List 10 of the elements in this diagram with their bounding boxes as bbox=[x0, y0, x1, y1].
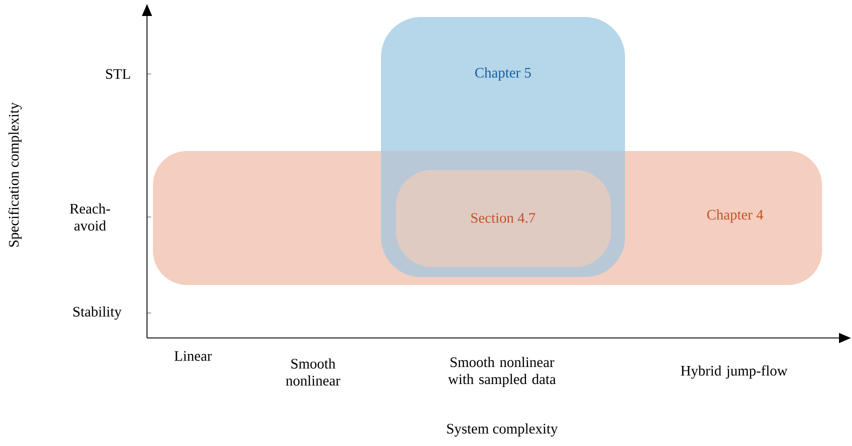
tick-label: STL bbox=[106, 69, 130, 79]
tick-label: Stability bbox=[73, 306, 122, 320]
axis-title: System complexity bbox=[447, 423, 558, 437]
tick-label: Smooth nonlinear bbox=[286, 358, 340, 386]
tick-label: Linear bbox=[174, 351, 212, 361]
axis-title: Specification complexity bbox=[8, 102, 22, 247]
tick-label: Hybrid jump-flow bbox=[680, 365, 788, 379]
region-box: Section 4.7 bbox=[396, 170, 611, 267]
tick-label: Reach-avoid bbox=[70, 203, 110, 231]
tick-label: Smooth nonlinear with sampled data bbox=[448, 356, 556, 388]
